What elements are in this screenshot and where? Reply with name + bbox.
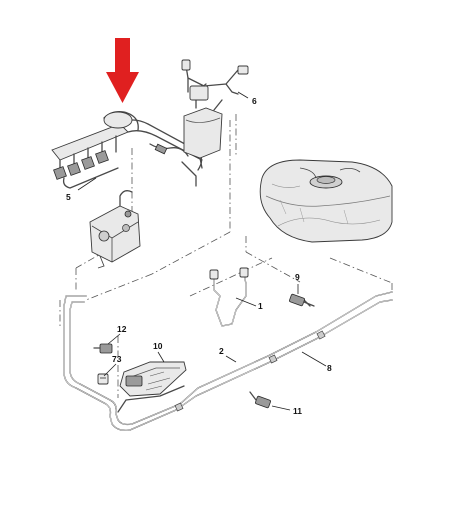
callout-73: 73 [112,354,122,364]
connector-11 [249,391,271,409]
clip-12 [93,343,113,354]
callout-12: 12 [117,324,127,334]
leader-lines [77,91,327,411]
callout-1: 1 [258,301,263,311]
callout-10: 10 [153,341,163,351]
connector-9 [289,293,315,307]
red-arrow-indicator [106,38,139,103]
callout-6: 6 [252,96,257,106]
fuel-filter [183,83,223,169]
callout-2: 2 [219,346,224,356]
callout-5: 5 [66,192,71,202]
high-pressure-pump [89,190,141,269]
callout-11: 11 [293,406,302,416]
fuel-rail-assembly [51,110,203,189]
fuel-tank [259,159,393,243]
fuel-line-1 [209,267,249,327]
bracket-10 [119,361,187,397]
underbody-fuel-lines [63,291,393,432]
clip-73 [97,373,109,385]
callout-8: 8 [327,363,332,373]
fuel-line-6 [181,59,249,95]
callout-9: 9 [295,272,300,282]
callouts: 5 6 1 2 8 9 10 11 12 73 [66,96,332,416]
